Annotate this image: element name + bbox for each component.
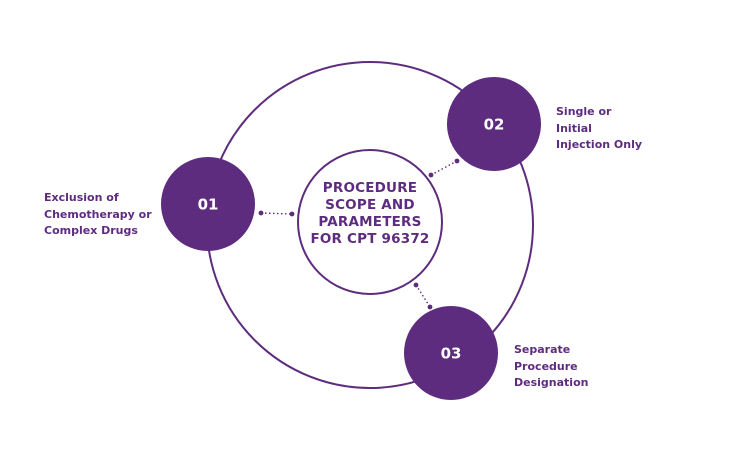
center-title-line: PROCEDURE (322, 180, 418, 196)
center-title-line: PARAMETERS (318, 214, 422, 230)
center-title-line: SCOPE AND (325, 197, 415, 213)
center-title-line: FOR CPT 96372 (310, 231, 430, 247)
node-03-label-line: Separate (514, 343, 571, 356)
node-03: 03 (404, 306, 498, 400)
node-03-label-line: Designation (514, 376, 589, 389)
node-02-label-line: Injection Only (556, 138, 643, 151)
node-01-label-line: Exclusion of (44, 191, 119, 204)
node-01-label: Exclusion of Chemotherapy or Complex Dru… (44, 190, 152, 240)
center-title: PROCEDURE SCOPE AND PARAMETERS FOR CPT 9… (306, 180, 434, 248)
node-01: 01 (161, 157, 255, 251)
connector-03 (413, 282, 433, 310)
connector-01 (258, 210, 295, 217)
node-01-label-line: Chemotherapy or (44, 207, 152, 221)
node-02: 02 (447, 77, 541, 171)
center-circle (297, 149, 443, 295)
connector-02 (428, 158, 460, 178)
node-03-label: Separate Procedure Designation (514, 342, 588, 392)
node-02-label: Single or Initial Injection Only (556, 104, 642, 154)
node-02-number: 02 (484, 116, 505, 134)
node-01-label-line: Complex Drugs (44, 224, 138, 237)
node-01-number: 01 (198, 196, 219, 214)
node-03-number: 03 (441, 345, 462, 363)
node-02-label-line: Initial (556, 121, 592, 135)
node-02-label-line: Single or (556, 105, 612, 118)
node-03-label-line: Procedure (514, 359, 578, 373)
